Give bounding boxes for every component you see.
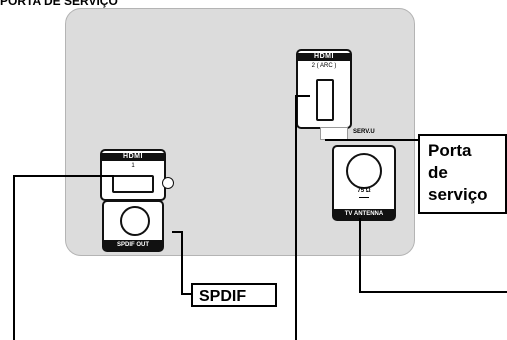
hdmi-2-label: 2 ( ARC )	[311, 63, 337, 69]
hdmi-1-socket	[112, 175, 154, 193]
service-callout-line-1: Porta	[428, 141, 472, 160]
hdmi-1-logo: HDMI	[102, 153, 164, 161]
hdmi-1-indicator	[162, 177, 174, 189]
hdmi-2-leader	[295, 95, 310, 340]
service-port-callout: Porta de serviço	[418, 134, 507, 214]
service-callout-line-3: serviço	[428, 185, 488, 204]
spdif-socket	[120, 206, 150, 236]
spdif-callout: SPDIF	[191, 283, 277, 307]
spdif-out-port: SPDIF OUT	[102, 200, 164, 252]
spdif-callout-text: SPDIF	[199, 288, 247, 305]
ground-symbol	[359, 197, 369, 198]
hdmi-2-logo: HDMI	[298, 53, 350, 61]
antenna-socket	[346, 153, 382, 189]
tv-antenna-label: TV ANTENNA	[334, 209, 394, 219]
hdmi-1-leader	[13, 175, 114, 340]
tv-antenna-port: 75 Ω TV ANTENNA	[332, 145, 396, 221]
antenna-ohm-label: 75 Ω	[357, 188, 371, 194]
spdif-out-label: SPDIF OUT	[104, 240, 162, 250]
antenna-leader	[359, 218, 507, 293]
top-cropped-text: PORTA DE SERVIÇO	[0, 0, 118, 8]
hdmi-1-label: 1	[131, 163, 135, 169]
hdmi-2-socket	[316, 79, 334, 121]
service-callout-line-2: de	[428, 163, 448, 182]
serv-u-label: SERV.U	[353, 129, 375, 135]
hdmi-2-port: HDMI 2 ( ARC )	[296, 49, 352, 129]
